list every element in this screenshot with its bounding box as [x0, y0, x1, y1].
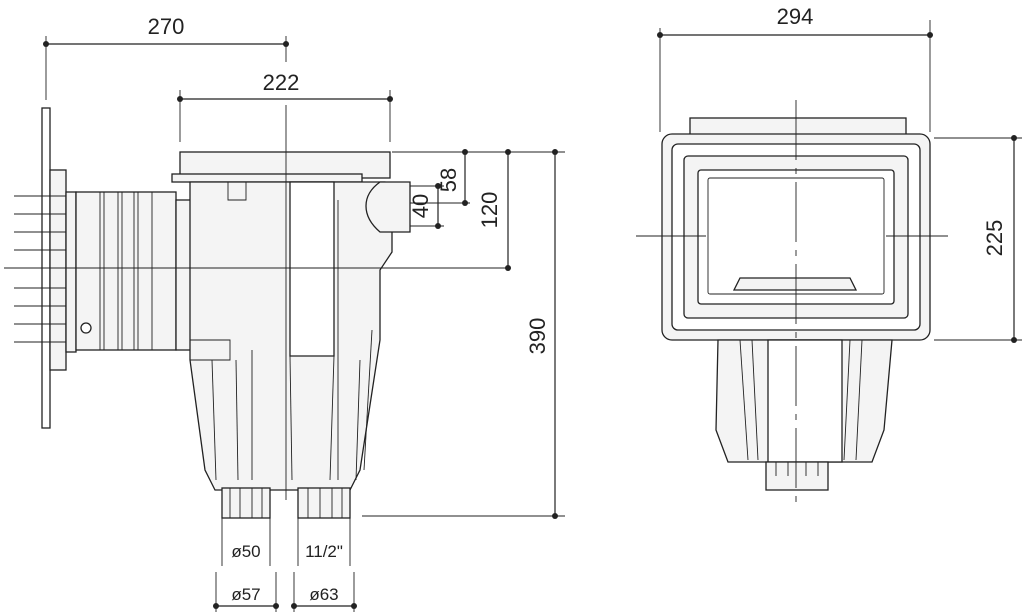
dim-120: 120 — [477, 149, 511, 271]
dim-294-label: 294 — [777, 4, 814, 29]
dim-390: 390 — [525, 149, 558, 519]
dim-294: 294 — [657, 4, 933, 132]
dim-port-a-outer-label: ø57 — [231, 585, 260, 604]
flange-collar — [49, 169, 67, 371]
front-weir-flap — [732, 277, 858, 291]
port-b — [297, 487, 351, 519]
dim-222: 222 — [177, 70, 393, 142]
front-lid — [689, 117, 907, 137]
dim-222-label: 222 — [263, 70, 300, 95]
dim-port-b-outer-label: ø63 — [309, 585, 338, 604]
side-view: 270 222 58 40 — [4, 14, 565, 612]
dim-port-a-inner-label: ø50 — [231, 542, 260, 561]
basket — [289, 181, 335, 357]
inlet-pipe — [365, 181, 411, 233]
dim-225: 225 — [934, 135, 1022, 343]
front-basket — [767, 339, 843, 463]
front-port — [765, 461, 829, 491]
throat-ribs — [99, 192, 153, 350]
skimmer-throat — [75, 191, 177, 351]
throat-hole — [80, 322, 92, 334]
front-view: 294 225 — [636, 4, 1022, 504]
body-ledge — [227, 182, 247, 201]
dim-58-label: 58 — [436, 168, 461, 192]
dim-40: 40 — [408, 183, 441, 229]
dim-port-row-2: ø57 ø63 — [213, 572, 357, 612]
lid-rim — [171, 173, 363, 183]
flange-ring — [65, 191, 77, 353]
dim-390-label: 390 — [525, 318, 550, 355]
flange-screws — [14, 195, 66, 343]
dim-40-label: 40 — [408, 194, 433, 218]
dim-270-label: 270 — [148, 14, 185, 39]
dim-270: 270 — [43, 14, 289, 100]
outlet-ports — [221, 487, 351, 519]
dim-port-b-thread-label: 11/2" — [305, 542, 343, 561]
port-a — [221, 487, 271, 519]
dim-120-label: 120 — [477, 192, 502, 229]
dim-port-row-1: ø50 11/2" — [221, 518, 351, 566]
dim-58: 58 — [436, 149, 468, 206]
dim-225-label: 225 — [982, 220, 1007, 257]
